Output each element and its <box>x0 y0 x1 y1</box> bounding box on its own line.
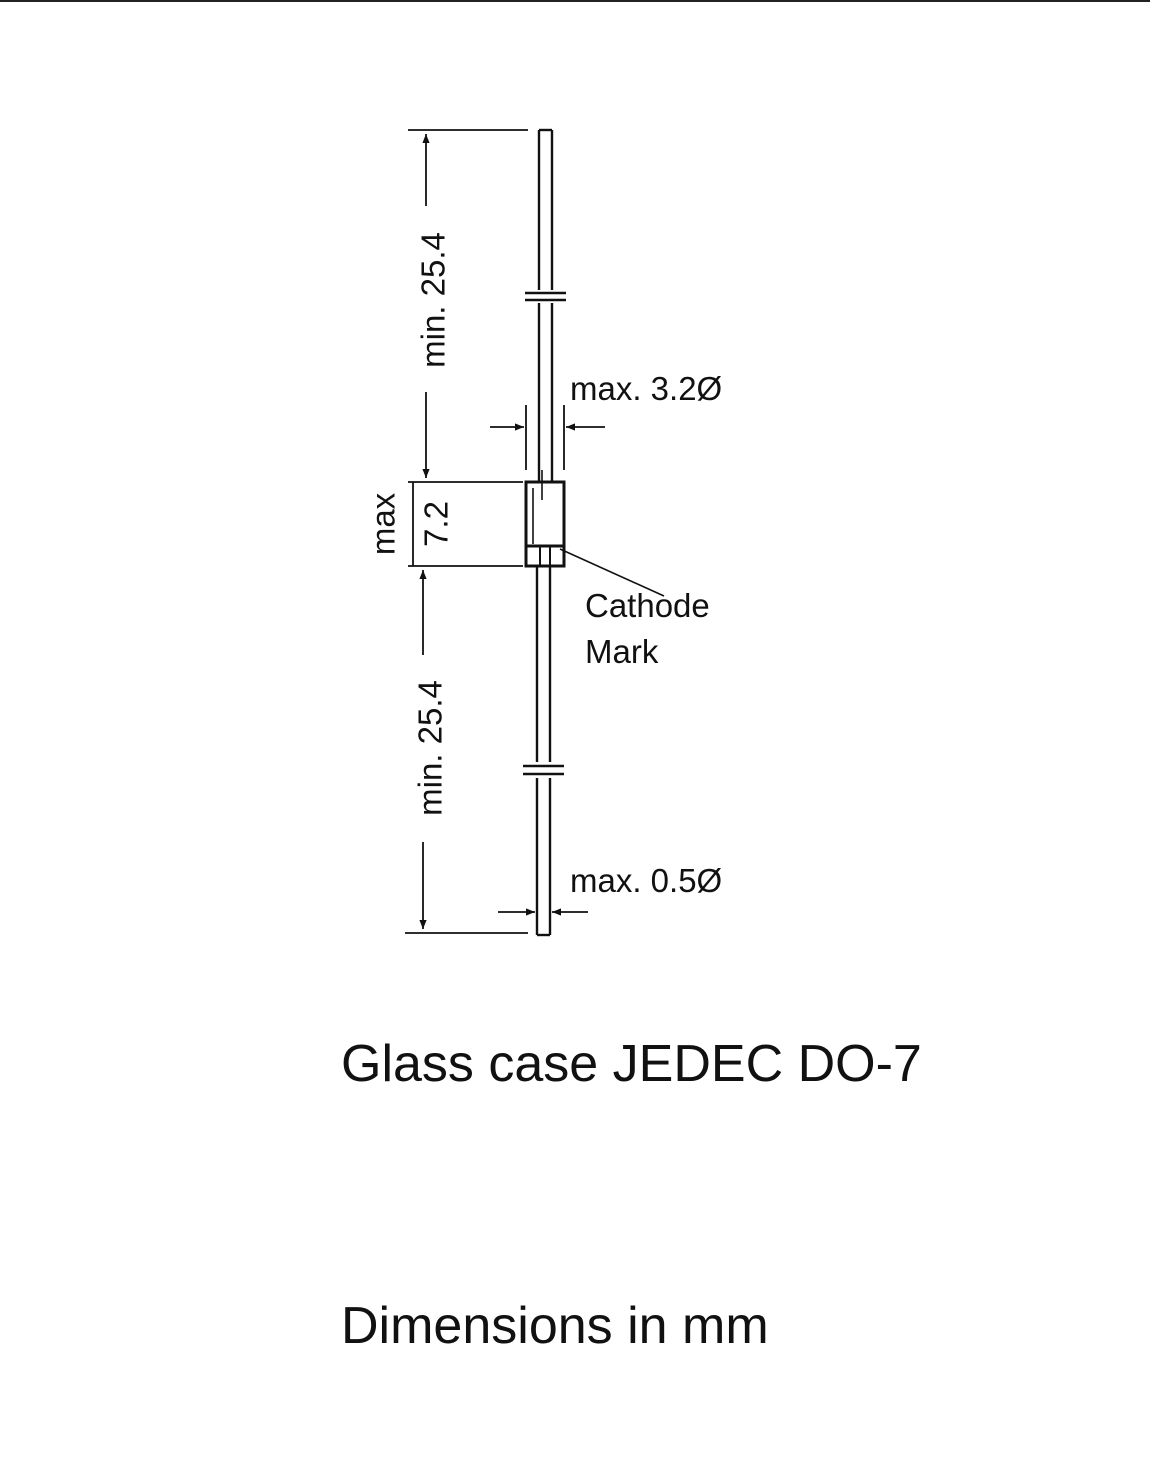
cathode-band <box>526 544 564 566</box>
lead-diameter-label: max. 0.5Ø <box>570 862 722 899</box>
cathode-mark-label-line2: Mark <box>585 633 659 670</box>
extension-lines <box>405 129 565 934</box>
body-length-prefix-label: max <box>365 492 402 555</box>
units-caption: Dimensions in mm <box>341 1297 769 1355</box>
cathode-mark-leader <box>559 548 665 597</box>
glass-body <box>524 470 566 568</box>
bottom-lead-length-label: min. 25.4 <box>412 680 449 816</box>
top-lead-length-label: min. 25.4 <box>415 232 452 368</box>
bottom-lead <box>523 566 564 937</box>
body-diameter-label: max. 3.2Ø <box>570 370 722 407</box>
top-lead <box>525 128 566 482</box>
case-type-caption: Glass case JEDEC DO-7 <box>341 1035 922 1093</box>
body-length-value-label: 7.2 <box>418 501 455 547</box>
cathode-mark-label-line1: Cathode <box>585 587 710 624</box>
do7-outline-drawing: min. 25.4 max 7.2 min. 25.4 max. 3.2Ø ma… <box>0 0 1150 937</box>
